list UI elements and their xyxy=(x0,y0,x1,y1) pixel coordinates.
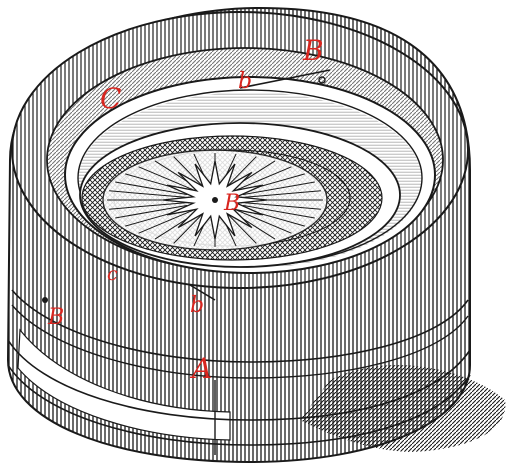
label-c: c xyxy=(107,263,118,285)
card-ray xyxy=(242,204,315,219)
card-ray xyxy=(173,212,204,244)
card-ray xyxy=(236,209,292,234)
label-C: C xyxy=(100,82,121,115)
card-ray xyxy=(244,190,321,198)
card-ray xyxy=(244,202,321,210)
card-ray xyxy=(226,156,257,188)
card-ray xyxy=(138,166,194,191)
label-b-lower: b xyxy=(190,293,204,318)
card-ray xyxy=(115,204,188,219)
card-ray xyxy=(173,156,204,188)
card-ray xyxy=(109,190,186,198)
label-B-outer: B xyxy=(47,305,64,330)
label-B-center: B xyxy=(223,191,240,216)
card-ray xyxy=(138,209,194,234)
label-b-top: b xyxy=(238,69,252,94)
card-ray xyxy=(115,181,188,196)
label-B-rim: B xyxy=(302,34,324,67)
card-ray xyxy=(226,212,257,244)
card-ray xyxy=(242,181,315,196)
compass-card xyxy=(102,149,328,251)
card-ray xyxy=(236,166,292,191)
card-ray xyxy=(109,202,186,210)
letter-labels: C b B B c b B A xyxy=(47,34,324,385)
label-A: A xyxy=(189,352,212,385)
